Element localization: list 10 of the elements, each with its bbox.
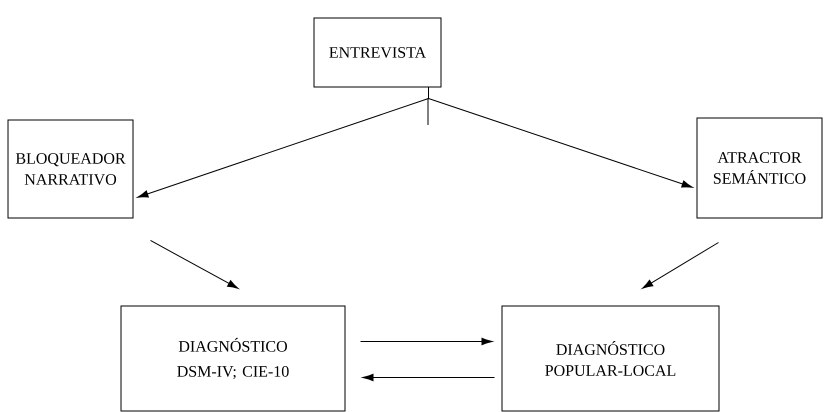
- process-box: BLOQUEADOR NARRATIVO: [8, 120, 134, 218]
- arrow: [642, 242, 719, 289]
- arrow: [150, 240, 238, 289]
- arrow: [360, 338, 493, 346]
- process-box: ATRACTOR SEMÁNTICO: [696, 118, 822, 218]
- arrow: [362, 374, 495, 382]
- arrow: [428, 87, 693, 188]
- process-box: DIAGNÓSTICO DSM-IV; CIE-10: [120, 306, 346, 412]
- process-box: DIAGNÓSTICO POPULAR-LOCAL: [502, 306, 720, 412]
- process-box: ENTREVISTA: [314, 18, 442, 88]
